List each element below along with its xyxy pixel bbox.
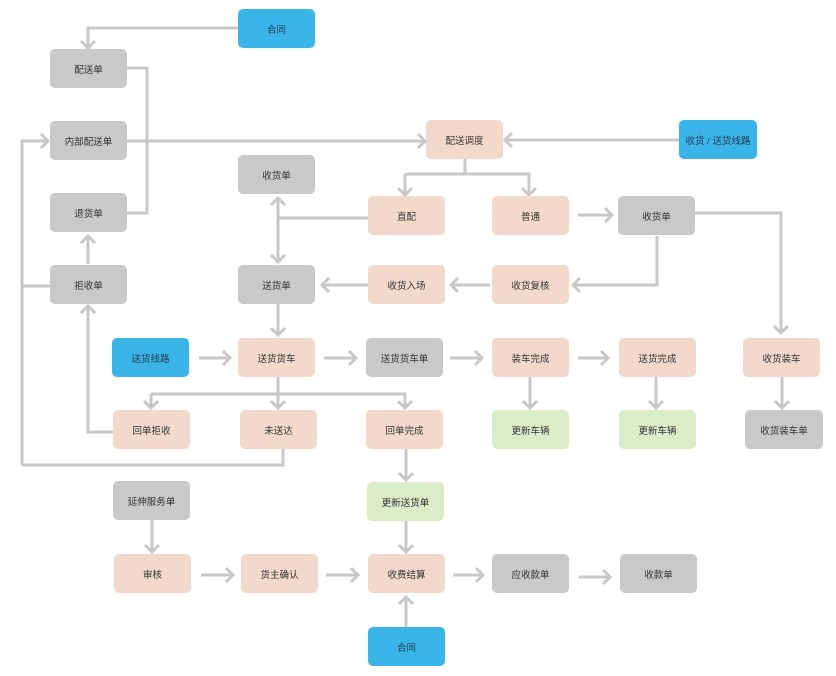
edge-receivable-to-payment-arrowhead xyxy=(601,568,613,586)
node-fee-settlement: 收费结算 xyxy=(368,554,445,593)
edge-loop-to-internal xyxy=(20,139,48,465)
edge-internal-to-dispatch-arrowhead xyxy=(416,132,428,150)
node-update-vehicle-1: 更新车辆 xyxy=(492,410,569,449)
edge-truck-doc-to-loading-arrowhead xyxy=(473,349,485,367)
node-delivery-doc: 送货单 xyxy=(238,265,315,304)
edge-receipt-right-to-loading-arrowhead xyxy=(772,324,790,336)
edge-warehouse-to-delivery-doc-arrowhead xyxy=(319,276,331,294)
node-not-delivered: 未送达 xyxy=(240,410,317,449)
edge-contract-to-delivery-note xyxy=(86,26,238,48)
node-direct-delivery: 直配 xyxy=(368,196,445,235)
edge-direct-to-delivery-doc-arrowhead xyxy=(269,253,287,265)
node-receivable-doc: 应收款单 xyxy=(492,554,569,593)
edge-truck-to-receipt-done-arrowhead xyxy=(396,399,414,411)
node-delivery-done: 送货完成 xyxy=(619,338,696,377)
node-return-note: 退货单 xyxy=(50,193,127,232)
node-update-vehicle-2: 更新车辆 xyxy=(619,410,696,449)
edge-truck-to-receipt-done xyxy=(278,392,407,408)
edge-loading-to-update-vehicle-1-arrowhead xyxy=(521,399,539,411)
edge-dispatch-split xyxy=(405,159,467,176)
node-delivery-truck: 送货货车 xyxy=(238,338,315,377)
edge-not-delivered-loop xyxy=(22,449,285,467)
edge-truck-split xyxy=(151,377,280,396)
node-dispatch: 配送调度 xyxy=(426,120,503,159)
node-warehouse-in: 收货入场 xyxy=(368,265,445,304)
edge-loop-to-internal-arrowhead xyxy=(39,132,51,150)
edge-direct-to-receipt-left-arrowhead xyxy=(269,195,287,207)
edge-route-to-truck-arrowhead xyxy=(221,349,233,367)
edge-dispatch-to-direct-arrowhead xyxy=(396,186,414,198)
edge-receipt-right-to-review xyxy=(573,236,659,287)
node-contract-bottom: 合同 xyxy=(368,627,445,666)
node-receipt-loading: 收货装车 xyxy=(743,338,820,377)
edge-receipt-right-to-review-arrowhead xyxy=(570,276,582,294)
edge-receipt-done-to-update-doc-arrowhead xyxy=(397,471,415,483)
edge-extended-to-audit-arrowhead xyxy=(143,543,161,555)
edge-truck-to-truck-doc-arrowhead xyxy=(347,349,359,367)
node-reject-note: 拒收单 xyxy=(50,265,127,304)
node-owner-confirm: 货主确认 xyxy=(241,554,318,593)
edge-loading-to-delivery-done-arrowhead xyxy=(599,349,611,367)
node-contract-top: 合同 xyxy=(238,9,315,48)
edge-audit-to-owner-arrowhead xyxy=(224,566,236,584)
edge-normal-to-receipt-right-arrowhead xyxy=(603,206,615,224)
node-delivery-note: 配送单 xyxy=(50,49,127,88)
edge-contract-bottom-to-settlement-arrowhead xyxy=(397,594,415,606)
node-normal: 普通 xyxy=(492,196,569,235)
node-extended-service-doc: 延伸服务单 xyxy=(113,481,190,520)
edge-dispatch-to-normal-arrowhead xyxy=(520,186,538,198)
node-route-top: 收货 / 送货线路 xyxy=(679,120,757,159)
edge-reject-to-return-arrowhead xyxy=(79,233,97,245)
node-internal-delivery-note: 内部配送单 xyxy=(50,121,127,160)
node-receipt-note-right: 收货单 xyxy=(618,196,695,235)
edge-delivery-doc-to-truck-arrowhead xyxy=(269,326,287,338)
node-receipt-note-left: 收货单 xyxy=(238,155,315,194)
node-receipt-reject: 回单拒收 xyxy=(113,410,190,449)
node-update-delivery-doc: 更新送货单 xyxy=(367,482,444,521)
node-delivery-route: 送货线路 xyxy=(112,338,189,377)
node-receipt-review: 收货复核 xyxy=(492,265,569,304)
edge-receipt-reject-to-reject-note-arrowhead xyxy=(79,303,97,315)
edge-review-to-warehouse-arrowhead xyxy=(448,276,460,294)
node-loading-done: 装车完成 xyxy=(492,338,569,377)
edge-receipt-right-to-loading xyxy=(695,211,783,333)
edge-truck-to-receipt-reject-arrowhead xyxy=(142,399,160,411)
node-payment-doc: 收款单 xyxy=(620,554,697,593)
edge-truck-to-not-delivered-arrowhead xyxy=(269,399,287,411)
edge-delivery-done-to-update-vehicle-2-arrowhead xyxy=(647,399,665,411)
edge-route-to-dispatch-arrowhead xyxy=(502,131,514,149)
node-audit: 审核 xyxy=(114,554,191,593)
edge-dispatch-to-normal xyxy=(465,172,531,195)
edge-receipt-loading-to-doc-arrowhead xyxy=(773,399,791,411)
edge-owner-to-settlement-arrowhead xyxy=(349,566,361,584)
edge-update-doc-to-settlement-arrowhead xyxy=(397,543,415,555)
node-receipt-done: 回单完成 xyxy=(366,410,443,449)
node-receipt-loading-doc: 收货装车单 xyxy=(745,410,823,449)
node-delivery-truck-doc: 送货货车单 xyxy=(366,338,443,377)
edge-contract-to-delivery-note-arrowhead xyxy=(79,39,97,51)
edge-receipt-reject-to-reject-note xyxy=(86,306,113,434)
edge-settlement-to-receivable-arrowhead xyxy=(474,566,486,584)
